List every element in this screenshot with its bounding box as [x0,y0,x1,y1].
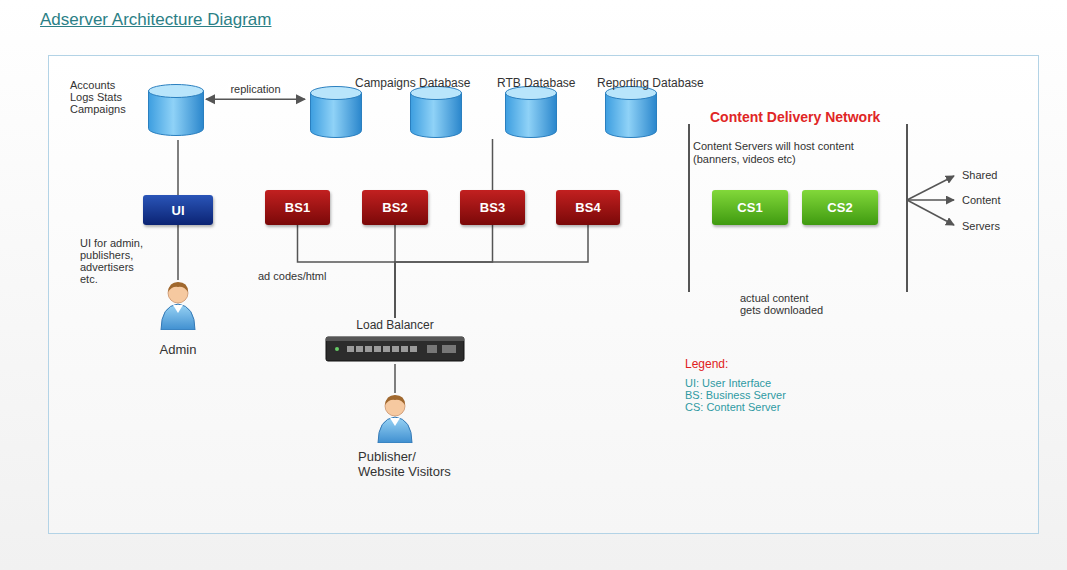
legend-heading: Legend: [685,358,728,370]
diagram-title: Adserver Architecture Diagram [40,10,271,30]
database: Campaigns Database [305,73,470,139]
person-label: Admin [148,342,208,357]
database-cylinder [605,86,657,138]
person-label: Publisher/ Website Visitors [358,449,455,479]
connector [206,99,305,101]
legend-entry: CS: Content Server [685,401,780,413]
connector [177,140,179,195]
note-text: actual content gets downloaded [740,292,832,316]
database-label: Reporting Database [597,77,704,90]
side-label: Shared [962,169,997,181]
business-server: BS4 [556,190,620,225]
region-heading: Content Delivery Network [710,109,880,125]
person-icon [158,280,198,330]
business-server: BS1 [265,190,330,225]
business-server: BS3 [460,190,525,225]
connector [177,225,179,280]
database-label: Campaigns Database [355,77,470,90]
box-label: BS2 [382,200,407,215]
cdn-side-line [688,124,690,292]
note-text: UI for admin, publishers, advertisers et… [80,237,152,285]
side-label: Content [962,194,1001,206]
load-balancer-device [325,334,465,364]
database-cylinder [148,84,204,136]
database: Accounts Logs Stats Campaigns [70,78,206,140]
box-label: UI [172,203,185,218]
device-label: Load Balancer [325,318,465,332]
connector-note: ad codes/html [258,270,326,282]
load-balancer: Load Balancer [325,318,465,364]
region-note: Content Servers will host content (banne… [693,140,901,166]
side-label: Servers [962,220,1000,232]
cdn-region: Content Delivery NetworkContent Servers … [688,106,908,292]
database-cylinder [310,86,362,138]
database-label: Accounts Logs Stats Campaigns [70,79,126,115]
box-label: BS4 [575,200,600,215]
content-server: CS2 [802,190,878,225]
database-cylinder [410,86,462,138]
person-node: Admin [148,280,208,358]
database-label: RTB Database [497,77,576,90]
box-label: CS1 [737,200,762,215]
database: Reporting Database [595,73,695,139]
connector [394,364,396,393]
legend-entry: UI: User Interface [685,377,771,389]
connector-label: replication [228,83,282,95]
person-icon [375,393,415,443]
person-node: Publisher/ Website Visitors [335,393,455,485]
cdn-side-line [906,124,908,292]
box-label: BS3 [480,200,505,215]
connector [492,139,494,190]
connector [395,225,588,318]
legend-entry: BS: Business Server [685,389,786,401]
box-label: BS1 [285,200,310,215]
business-server: BS2 [362,190,428,225]
ui-box: UI [143,195,213,225]
connector [395,225,493,318]
database: RTB Database [480,73,580,139]
content-server: CS1 [712,190,788,225]
database-cylinder [505,86,557,138]
box-label: CS2 [827,200,852,215]
